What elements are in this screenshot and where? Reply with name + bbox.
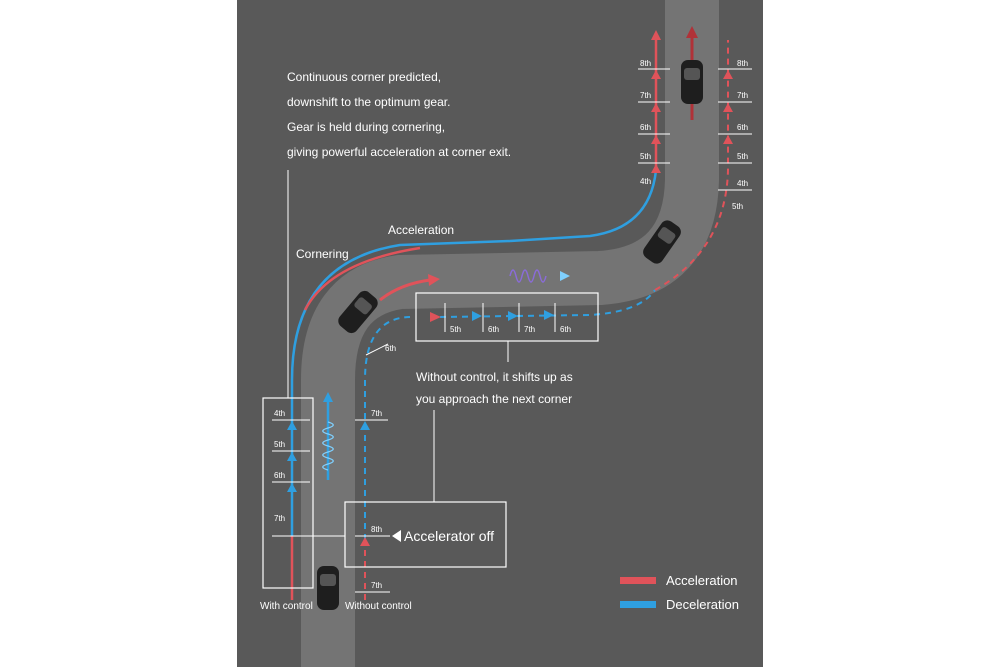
- car-top: [681, 60, 703, 104]
- road: [301, 0, 719, 667]
- acceleration-label: Acceleration: [388, 223, 454, 237]
- legend: Acceleration Deceleration: [620, 573, 739, 612]
- with-gear-6: 6th: [274, 471, 285, 480]
- car-path-arrowhead-top: [686, 26, 698, 38]
- top-with-gear-8: 8th: [640, 59, 651, 68]
- mid-gear-6a: 6th: [488, 325, 499, 334]
- without-control-note-line-1: Without control, it shifts up as: [416, 370, 573, 384]
- car-path-arrow-corner: [379, 278, 431, 302]
- without-gear-7-top: 7th: [371, 409, 382, 418]
- annotation-line-2: downshift to the optimum gear.: [287, 95, 450, 109]
- top-with-gear-5: 5th: [640, 152, 651, 161]
- without-gear-8: 8th: [371, 525, 382, 534]
- annotation-line-1: Continuous corner predicted,: [287, 70, 441, 84]
- legend-acceleration-label: Acceleration: [666, 573, 738, 588]
- car-upper-corner: [643, 220, 681, 264]
- top-without-gear-6: 6th: [737, 123, 748, 132]
- with-control-path-top-decel: [509, 169, 658, 243]
- top-without-gear-4: 4th: [737, 179, 748, 188]
- legend-acceleration-swatch: [620, 577, 656, 584]
- car-lower-corner: [338, 290, 378, 334]
- with-gear-5: 5th: [274, 440, 285, 449]
- mid-gear-6b: 6th: [560, 325, 571, 334]
- top-with-gear-6: 6th: [640, 123, 651, 132]
- top-without-gear-7: 7th: [737, 91, 748, 100]
- without-control-label: Without control: [345, 601, 412, 612]
- mid-gear-7: 7th: [524, 325, 535, 334]
- annotation-line-3: Gear is held during cornering,: [287, 120, 445, 134]
- top-with-gear-4: 4th: [640, 177, 651, 186]
- top-without-gear-5: 5th: [737, 152, 748, 161]
- without-gear-7-low: 7th: [371, 581, 382, 590]
- with-control-label: With control: [260, 601, 313, 612]
- without-control-note-line-2: you approach the next corner: [416, 392, 572, 406]
- without-control-path-middle-decel: [439, 289, 656, 318]
- legend-deceleration-swatch: [620, 601, 656, 608]
- with-gear-4: 4th: [274, 409, 285, 418]
- top-with-gear-7: 7th: [640, 91, 651, 100]
- with-gear-7: 7th: [274, 514, 285, 523]
- top-without-gear-5b: 5th: [732, 202, 743, 211]
- with-control-path-corner-accel: [303, 246, 421, 311]
- with-control-path-bottom-decel: [290, 239, 511, 536]
- annotation-line-4: giving powerful acceleration at corner e…: [287, 145, 511, 159]
- car-path-arrowhead-corner: [428, 274, 440, 286]
- speed-spring-vertical: [322, 392, 334, 480]
- middle-shift-markers: [430, 303, 556, 332]
- car-bottom: [317, 566, 339, 610]
- with-control-top-shift-markers: [638, 68, 670, 173]
- mid-gear-5: 5th: [450, 325, 461, 334]
- cornering-label: Cornering: [296, 247, 349, 261]
- accelerator-off-pointer-icon: [392, 530, 401, 542]
- with-control-top-arrowhead: [651, 30, 661, 40]
- without-control-bottom-shift-markers: [355, 343, 390, 593]
- top-without-gear-8: 8th: [737, 59, 748, 68]
- with-control-bottom-shift-markers: [272, 419, 345, 537]
- without-control-top-shift-markers: [718, 68, 752, 191]
- without-gear-6-corner: 6th: [385, 344, 396, 353]
- accelerator-off-label: Accelerator off: [404, 528, 494, 544]
- middle-shift-box: [415, 292, 599, 342]
- without-control-path-top-accel: [654, 40, 729, 291]
- legend-deceleration-label: Deceleration: [666, 597, 739, 612]
- speed-spring-horizontal: [478, 269, 570, 283]
- accelerator-off-box: [344, 501, 507, 568]
